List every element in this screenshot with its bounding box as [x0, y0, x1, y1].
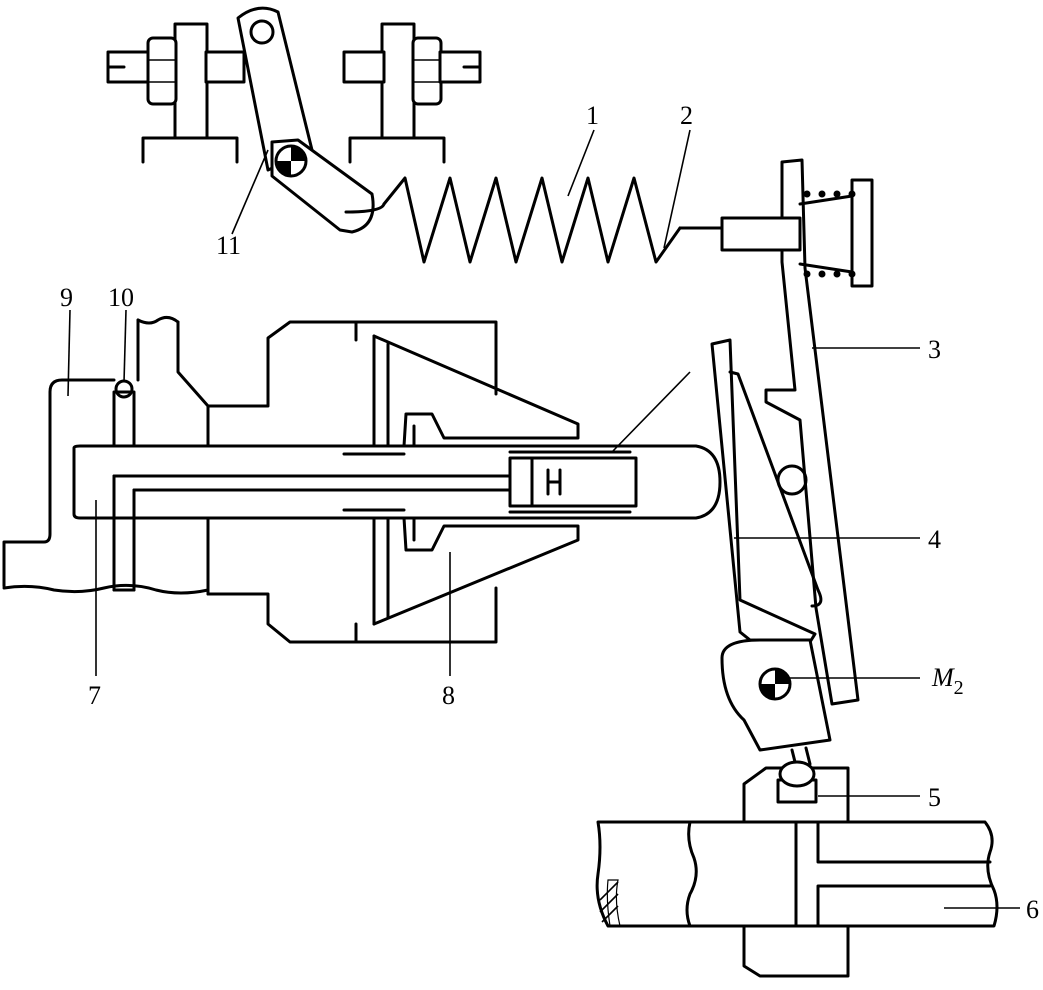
leader-lines: [67, 129, 1020, 909]
tension-spring-1: [344, 176, 747, 264]
label-1: 1: [586, 101, 599, 130]
lever-11: [236, 6, 375, 234]
label-4: 4: [928, 525, 941, 554]
label-7: 7: [88, 681, 101, 710]
label-10: 10: [108, 283, 134, 312]
shaft-7: [72, 444, 722, 592]
latch-4: [710, 338, 823, 644]
label-2: 2: [680, 101, 693, 130]
label-5: 5: [928, 783, 941, 812]
label-m2-letter: M: [931, 663, 955, 692]
label-6: 6: [1026, 895, 1039, 924]
shaft-6: [595, 820, 999, 928]
label-3: 3: [928, 335, 941, 364]
label-m2-subscript: 2: [954, 677, 964, 699]
left-adjust-bolt: [106, 22, 246, 164]
label-m2: M2: [931, 663, 964, 699]
right-adjust-bolt: [342, 22, 482, 164]
label-8: 8: [442, 681, 455, 710]
lever-plate-3: [720, 158, 874, 706]
label-9: 9: [60, 283, 73, 312]
clamp-body-8: [206, 320, 580, 644]
pivot-block-m2: [720, 638, 832, 768]
label-11: 11: [216, 231, 241, 260]
